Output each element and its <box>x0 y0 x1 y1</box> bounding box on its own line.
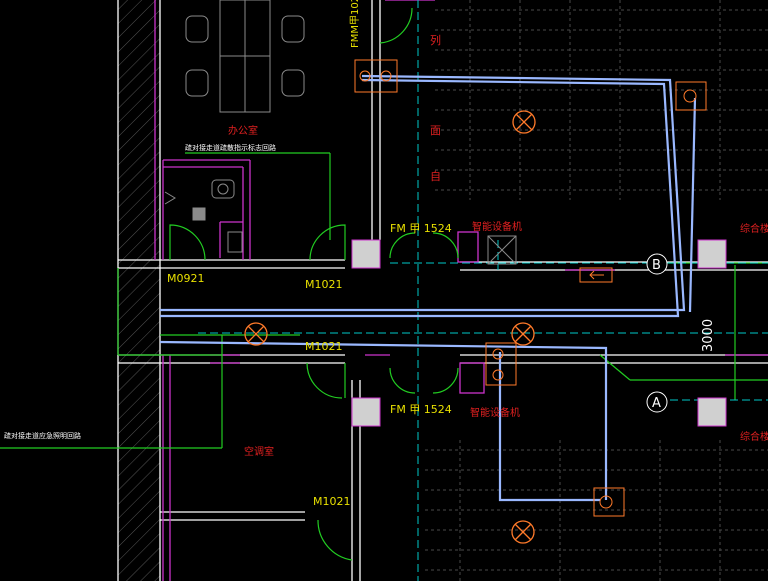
room-label-right-upper: 综合楼 <box>740 222 768 235</box>
door-label-fm-upper: FM 甲 1524 <box>390 222 452 235</box>
axis-label-a: A <box>652 396 661 411</box>
door-label-fm-lower: FM 甲 1524 <box>390 403 452 416</box>
room-label-equip-upper: 智能设备机 <box>472 220 522 233</box>
red-col-3: 自 <box>430 170 441 183</box>
office-furniture <box>164 0 305 253</box>
ductwork <box>159 74 697 502</box>
door-label-fmm: FMM甲1021 <box>350 0 361 48</box>
note-lower: 疏对接走道应急照明回路 <box>4 431 81 440</box>
partitions <box>154 0 768 581</box>
door-label-m0921: M0921 <box>167 272 205 285</box>
axis-label-b: B <box>652 258 661 273</box>
door-label-m1021-b: M1021 <box>305 340 343 353</box>
hatched-wall <box>118 0 160 581</box>
door-label-m1021-a: M1021 <box>305 278 343 291</box>
room-label-equip-lower: 智能设备机 <box>470 406 520 419</box>
equipment-grid-upper <box>435 0 768 200</box>
door-swings <box>169 7 459 561</box>
equipment-boxes <box>351 59 727 517</box>
axis-bubbles <box>646 253 668 413</box>
note-upper: 疏对接走道疏散指示标志回路 <box>185 143 276 152</box>
equipment-grid-lower <box>425 440 768 581</box>
dimension-label: 3000 <box>701 319 716 352</box>
red-col-2: 面 <box>430 124 441 137</box>
room-label-right-lower: 综合楼 <box>740 430 768 443</box>
light-fixtures <box>244 110 536 544</box>
room-label-pump: 空调室 <box>244 445 274 458</box>
door-label-m1021-c: M1021 <box>313 495 351 508</box>
red-col-1: 列 <box>430 33 441 47</box>
room-label-office: 办公室 <box>228 124 258 137</box>
